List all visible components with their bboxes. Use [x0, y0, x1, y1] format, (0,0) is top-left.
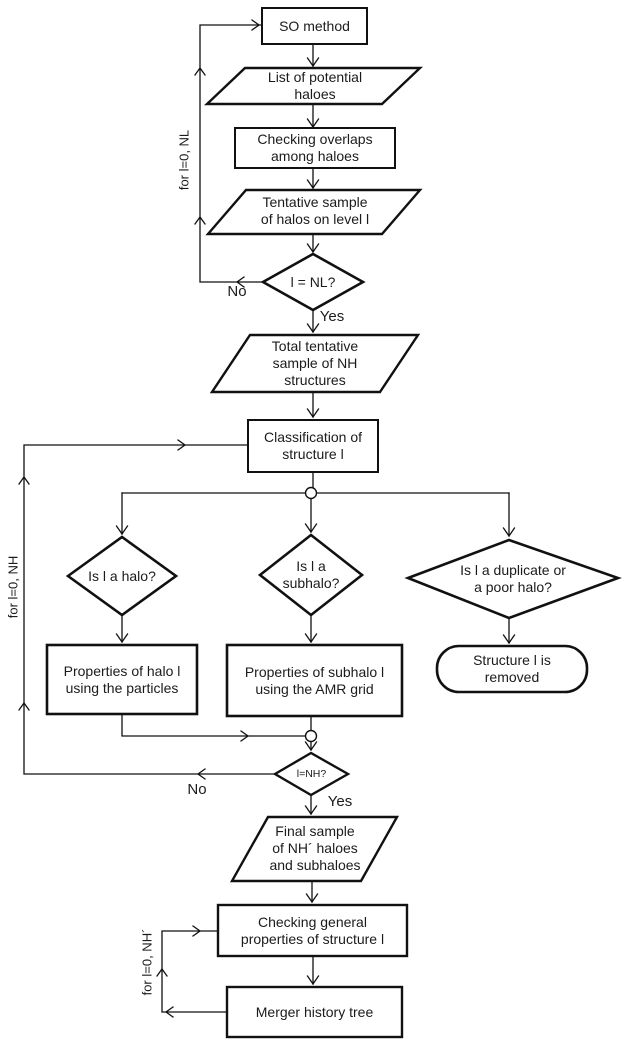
final-sample-parallelogram: [229, 815, 400, 883]
loop-final-label: for l=0, NH´: [139, 928, 155, 996]
connector-lines: [23, 24, 516, 1013]
structure-check-diamond: [272, 751, 351, 797]
loop-line-structures: [23, 444, 278, 775]
arrowhead-into-classification: [177, 439, 187, 451]
node-shapes: [45, 7, 622, 1039]
junction-connector-top: [304, 486, 318, 500]
level-check-diamond: [260, 252, 366, 312]
so-method-box: [261, 7, 368, 45]
arrowhead-no-left: [235, 276, 245, 288]
prop-subhalo-box: [225, 643, 404, 718]
arrowhead-into-junction-b: [240, 730, 250, 742]
checking-overlaps-box: [234, 127, 396, 169]
yes-structure-label: Yes: [327, 793, 353, 810]
is-duplicate-diamond: [404, 538, 622, 620]
arrowhead-up-nh-2: [18, 475, 30, 485]
is-subhalo-diamond: [257, 533, 365, 617]
total-tentative-parallelogram: [209, 333, 421, 394]
tentative-sample-parallelogram: [205, 188, 423, 236]
line-prophalo-to-junction: [121, 713, 306, 737]
loop-line-levels: [199, 24, 264, 283]
arrowhead-into-checking: [192, 925, 202, 937]
structure-removed-stadium: [435, 644, 589, 694]
arrowhead-up-nl-1: [194, 215, 206, 225]
no-structure-label: No: [187, 781, 207, 798]
no-level-label: No: [227, 283, 247, 300]
arrowhead-no2-left: [196, 768, 206, 780]
arrowhead-up-nl-2: [194, 66, 206, 76]
is-halo-diamond: [65, 535, 179, 617]
list-potential-parallelogram: [203, 66, 424, 106]
arrowhead-into-so: [251, 19, 261, 31]
arrowhead-merger-left: [164, 1006, 174, 1018]
merger-tree-box: [225, 985, 404, 1039]
loop-levels-label: for l=0, NL: [176, 129, 192, 191]
prop-halo-box: [45, 643, 199, 716]
yes-level-label: Yes: [319, 308, 345, 325]
checking-general-box: [216, 903, 409, 958]
loop-line-merger: [161, 930, 228, 1013]
junction-connector-bottom: [304, 729, 318, 743]
classification-box: [247, 419, 379, 473]
loop-structures-label: for l=0, NH: [5, 555, 21, 619]
chevron-arrowheads: [18, 19, 261, 1018]
arrowhead-up-merger: [156, 967, 168, 977]
arrowhead-up-nh-1: [18, 701, 30, 711]
